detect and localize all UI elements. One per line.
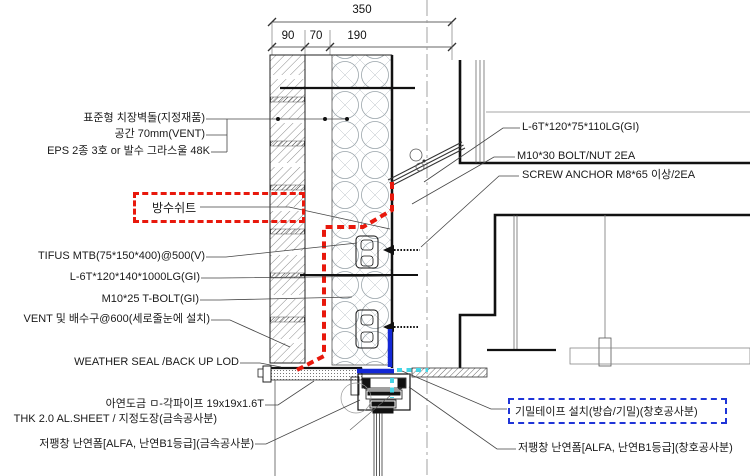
dimension-lines — [267, 17, 457, 60]
slab-soffit-band — [411, 367, 488, 378]
leader-lines — [200, 117, 520, 450]
window-frame — [340, 373, 411, 476]
dim-70: 70 — [309, 30, 323, 42]
label-foam-metal: 저팽창 난연폼[ALFA, 난연B1등급](금속공사분) — [39, 438, 254, 450]
glazing-lines — [373, 413, 383, 476]
tifus-mtb-bracket — [355, 235, 379, 349]
dim-total: 350 — [352, 4, 372, 16]
structure-outline — [411, 60, 750, 378]
label-al-sheet: THK 2.0 AL.SHEET / 지정도장(금속공사분) — [13, 413, 217, 425]
dim-190: 190 — [347, 30, 367, 42]
airtight-tape-tag-text: 기밀테이프 설치(방습/기밀)(창호공사분) — [515, 406, 698, 418]
dim-90: 90 — [281, 30, 295, 42]
label-eps: EPS 2종 3호 or 발수 그라스울 48K — [47, 145, 210, 157]
waterproof-sheet-tag-text: 방수쉬트 — [152, 201, 197, 215]
airtight-tape-line — [357, 329, 428, 398]
label-screw-anchor: SCREW ANCHOR M8*65 이상/2EA — [522, 169, 696, 181]
head-support-band — [257, 365, 363, 476]
label-foam-window: 저팽창 난연폼[ALFA, 난연B1등급](창호공사분) — [518, 442, 733, 454]
label-standard-brick: 표준형 치장벽돌(지정재품) — [83, 112, 205, 124]
label-square-pipe: 아연도금 ㅁ-각파이프 19x19x1.6T — [105, 398, 264, 410]
label-vent-drain: VENT 및 배수구@600(세로줄눈에 설치) — [23, 313, 210, 325]
ceiling-hanger — [569, 215, 750, 367]
airtight-tape-tag: 기밀테이프 설치(방습/기밀)(창호공사분) — [508, 398, 727, 424]
label-bolt-30: M10*30 BOLT/NUT 2EA — [517, 150, 636, 162]
label-cavity: 공간 70mm(VENT) — [114, 128, 205, 140]
waterproof-sheet-tag: 방수쉬트 — [133, 192, 305, 223]
label-weather-seal: WEATHER SEAL /BACK UP LOD — [74, 356, 239, 368]
label-angle-140: L-6T*120*140*1000LG(GI) — [69, 271, 200, 283]
label-tifus-mtb: TIFUS MTB(75*150*400)@500(V) — [37, 250, 205, 262]
label-t-bolt: M10*25 T-BOLT(GI) — [101, 293, 199, 305]
label-angle-75: L-6T*120*75*110LG(GI) — [522, 121, 640, 133]
brick-veneer-section — [269, 54, 306, 364]
waterproof-sheet-line — [294, 182, 394, 373]
support-strut — [387, 141, 466, 187]
insulation-section — [331, 54, 393, 366]
